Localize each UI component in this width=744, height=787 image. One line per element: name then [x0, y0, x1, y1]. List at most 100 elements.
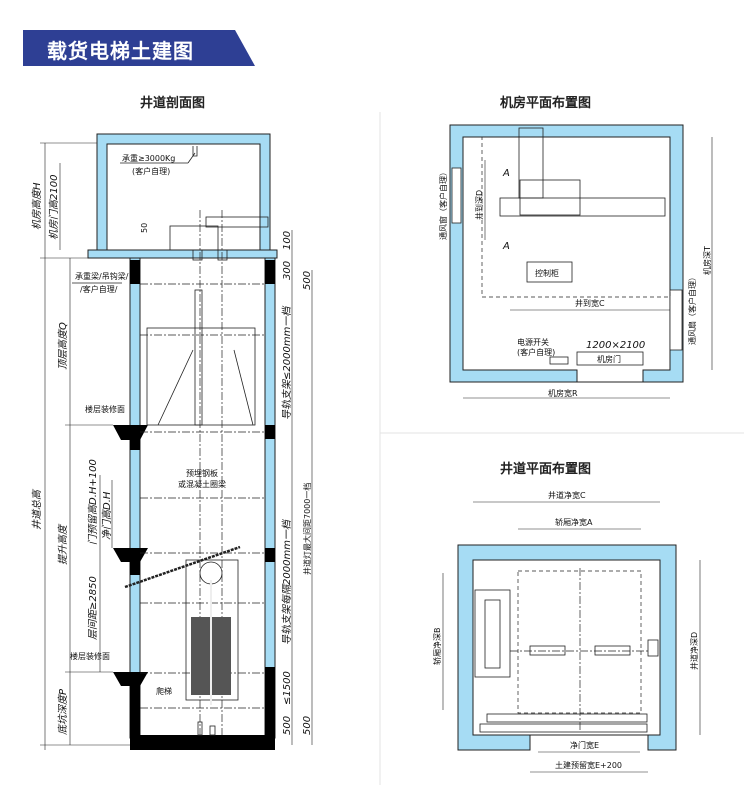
vent-window: [451, 167, 462, 224]
lifting-hook-icon: [192, 146, 198, 157]
shaft-outline: [481, 136, 671, 298]
title-banner: 载货电梯土建图: [23, 30, 255, 66]
machine-room-plan: 机房平面布置图 控制柜 井到宽C 井到深D A A 通风窗（客户自理） 通风扇（…: [438, 95, 713, 399]
ladder-label: 爬梯: [156, 686, 172, 696]
civil-reserve-label: 土建预留宽E+200: [555, 760, 622, 770]
power-switch: [549, 356, 569, 365]
machine-frame: [518, 127, 544, 199]
embedded-plate-label: 预埋钢板: [186, 468, 218, 478]
pit-wall: [265, 667, 275, 745]
shaft-total-height: 井道总高: [31, 488, 43, 530]
car-outline: [517, 570, 642, 714]
section-mark-a: A: [502, 168, 510, 179]
machine-beam: [499, 197, 666, 217]
buffer: [209, 725, 216, 736]
dim-300: 300: [282, 261, 293, 280]
dim-100: 100: [282, 231, 293, 250]
car-door-sill: [486, 713, 648, 723]
floor-sill-block: [113, 672, 148, 690]
traction-machine: [169, 225, 219, 251]
car-rail-bracket: [594, 645, 631, 656]
car-clear-width-label: 轿厢净宽A: [555, 517, 593, 527]
shaft-width-label: 井到宽C: [575, 298, 605, 308]
car-clear-depth-label: 轿厢净深B: [432, 628, 442, 666]
machine-room-walls: [449, 124, 684, 383]
beam-block: [265, 425, 275, 439]
shaft-clear-depth-label: 井道净深D: [689, 632, 699, 670]
machine-room-floor-slab: [87, 249, 278, 259]
floor-spacing: 层间距≥2850: [87, 576, 99, 640]
beam-block: [265, 548, 275, 562]
vent-window-label: 通风窗（客户自理）: [438, 168, 448, 240]
elevator-car: [146, 327, 256, 426]
rope-hole: [192, 249, 203, 261]
shaft-plan: 井道平面布置图 井道净宽C 轿厢净宽A 轿厢净深B 井道净深D 净门宽E 土建预…: [432, 461, 701, 773]
machine-room-title: 机房平面布置图: [500, 95, 591, 111]
counterweight: [474, 589, 511, 678]
dim-500-top: 500: [302, 271, 313, 290]
landing-door-sill: [479, 723, 648, 733]
page-title: 载货电梯土建图: [47, 39, 194, 63]
dim-1500: ≤1500: [282, 671, 293, 705]
car-rail-bracket: [529, 645, 566, 656]
top-height: 顶层高度Q: [57, 322, 69, 370]
floor-sill-block: [113, 425, 148, 450]
machine-door-height: 机房门高2100: [48, 175, 60, 240]
door-reserve-height: 门预留高D.H+100: [87, 459, 99, 545]
rope-hole: [217, 249, 228, 261]
control-cabinet-label: 控制柜: [535, 268, 559, 278]
pit-floor: [130, 735, 275, 750]
embedded-plate-label: 或混凝土圈梁: [178, 479, 226, 489]
shaft-walls: [457, 544, 677, 751]
dim-500: 500: [302, 716, 313, 735]
power-switch-note: (客户自理): [517, 347, 555, 357]
pit-depth: 底坑深度P: [57, 688, 69, 735]
beam-label: 承重梁/吊钩梁/: [75, 271, 129, 281]
break-line: [124, 545, 241, 589]
shaft-left-wall: [129, 257, 141, 739]
machine-room-height: 机房高度H: [31, 182, 43, 230]
shaft-section-view: 井道剖面图 承重≥3000Kg (客户自理): [31, 95, 313, 750]
section-title: 井道剖面图: [140, 95, 205, 111]
shaft-light-spacing: 井道灯最大间距7000一档: [302, 483, 312, 575]
rail-bracket-note: 导轨支架≤2000mm一档: [281, 305, 293, 420]
load-hook-label: 承重≥3000Kg: [122, 153, 175, 163]
car-guide-rail: [647, 639, 659, 657]
machine-room-wall: [96, 133, 271, 251]
shaft-right-wall: [264, 257, 276, 739]
door-label: 机房门: [597, 354, 621, 364]
leader-line: [187, 152, 196, 164]
dim-500: 500: [282, 716, 293, 735]
car-rail: [194, 289, 203, 426]
dim-50: 50: [140, 223, 149, 233]
room-depth-label: 机房深T: [702, 246, 712, 275]
control-cabinet: [526, 261, 573, 283]
counterweight-frame: [484, 599, 501, 669]
beam-note: /客户自理/: [80, 284, 118, 294]
buffer: [197, 721, 203, 736]
door-clear-width-label: 净门宽E: [570, 740, 599, 750]
travel-height: 提升高度: [57, 523, 69, 565]
beam-block: [130, 260, 140, 284]
floor-finish-label: 楼层装修面: [85, 404, 125, 414]
door-height: 净门高D.H: [101, 491, 113, 540]
machine-room-door: [576, 351, 644, 366]
traction-machine: [519, 179, 581, 216]
floor-finish-label: 楼层装修面: [70, 651, 110, 661]
floor-sill-block: [113, 548, 148, 575]
door-size-label: 1200×2100: [586, 340, 645, 351]
pit-wall: [130, 690, 140, 745]
shaft-plan-title: 井道平面布置图: [500, 461, 591, 477]
load-hook-note: (客户自理): [132, 166, 170, 176]
power-switch-label: 电源开关: [517, 337, 549, 347]
rail-bracket-interval: 导轨支架每隔2000mm一档: [281, 518, 293, 645]
beam-block: [265, 260, 275, 284]
room-width-label: 机房宽R: [548, 388, 578, 398]
car-sling: [157, 349, 254, 426]
vent-fan: [669, 289, 683, 351]
section-mark-a: A: [502, 241, 510, 252]
machine-base: [205, 216, 269, 228]
shaft-clear-width-label: 井道净宽C: [548, 490, 586, 500]
fan-label: 通风扇（客户自理）: [687, 273, 697, 345]
